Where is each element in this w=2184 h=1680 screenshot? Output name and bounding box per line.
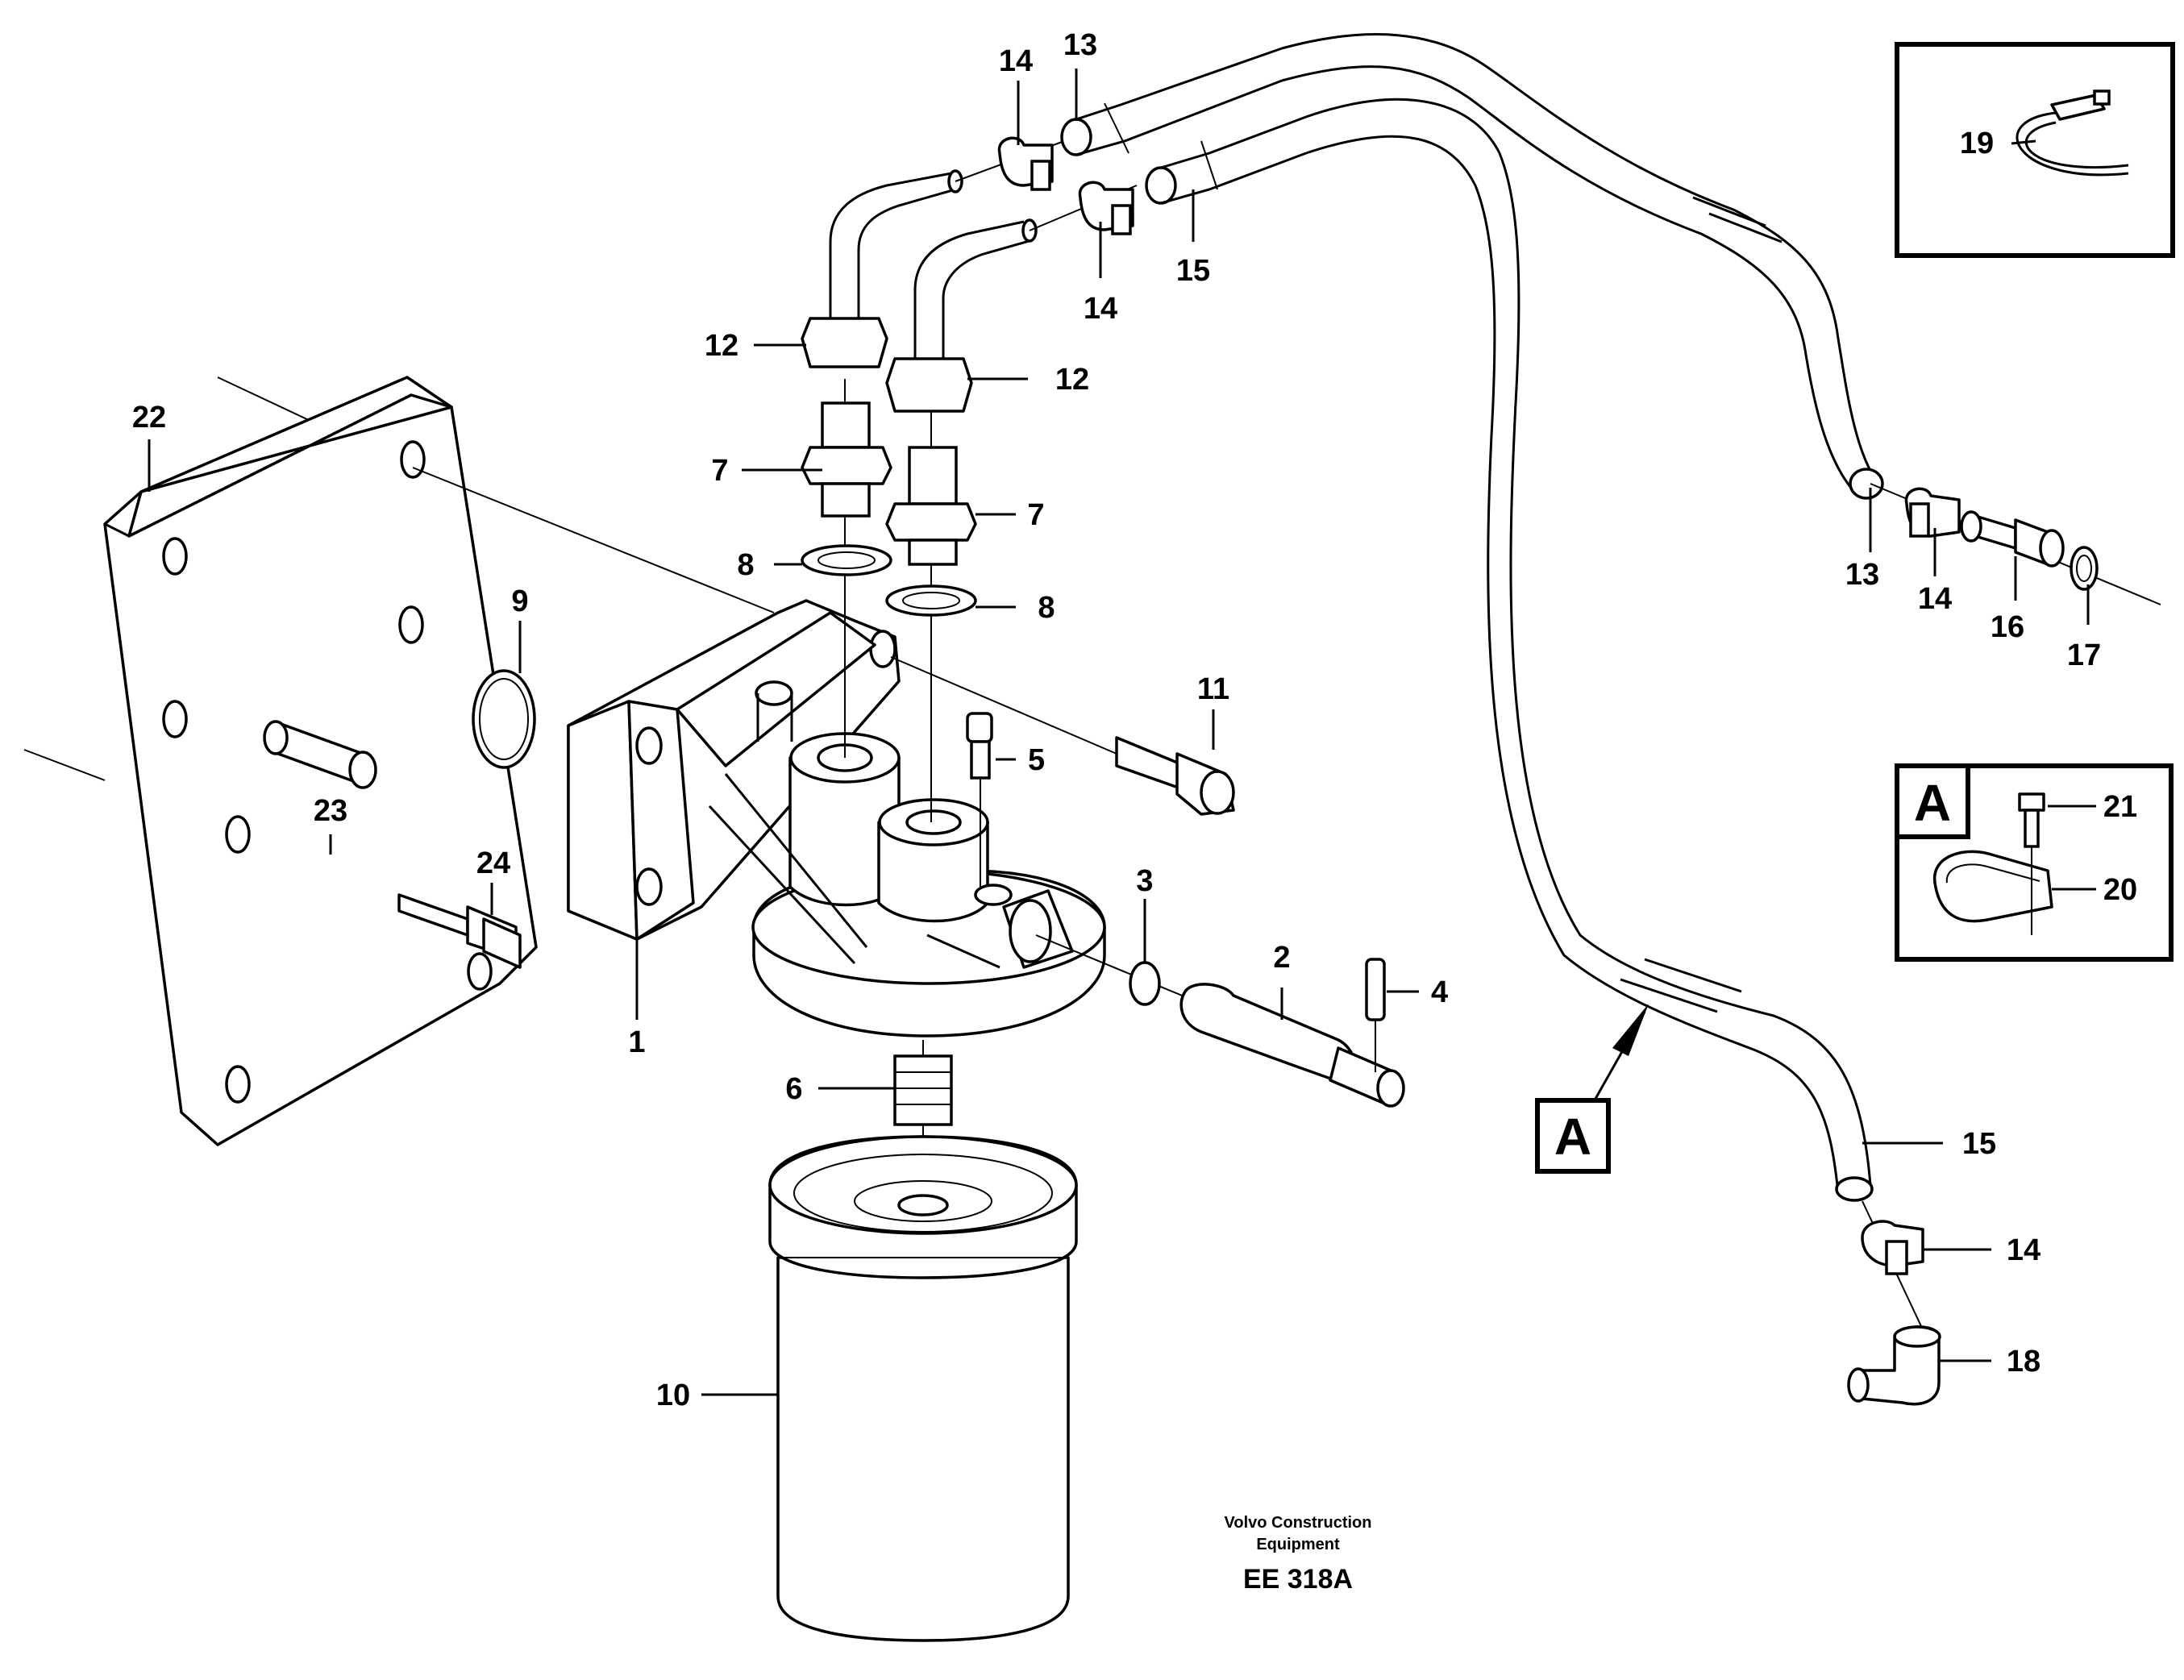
detail-box-cable-tie: 19 — [1895, 42, 2175, 258]
drawing-caption: Volvo Construction Equipment EE 318A — [1225, 1514, 1372, 1595]
callout-10: 10 — [656, 1379, 690, 1412]
lower-fittings — [1847, 1200, 1941, 1406]
spacer-sleeve — [263, 720, 377, 789]
callout-15-bottom: 15 — [1962, 1127, 1996, 1161]
callout-7-left: 7 — [711, 454, 728, 488]
callout-14-top-left: 14 — [999, 44, 1033, 78]
socket-screw — [966, 712, 993, 887]
o-ring — [472, 669, 536, 769]
filter-cartridge — [768, 1135, 1078, 1642]
callout-1: 1 — [628, 1025, 645, 1059]
sensor-assembly — [1035, 934, 1405, 1108]
caption-company-line2: Equipment — [1256, 1536, 1340, 1553]
detail-box-letter: A — [1914, 774, 1951, 832]
detail-pointer-a: A — [1535, 1004, 1649, 1174]
callout-6: 6 — [785, 1072, 802, 1106]
bolt-head — [890, 656, 1235, 816]
center-nipple — [893, 1040, 953, 1201]
callout-7-right: 7 — [1027, 498, 1044, 532]
callout-20: 20 — [2103, 873, 2137, 907]
bolt-plate — [397, 893, 522, 969]
drawing-code: EE 318A — [1243, 1564, 1353, 1595]
left-pipe-connection — [801, 317, 892, 758]
callout-4: 4 — [1431, 975, 1448, 1009]
callout-8-right: 8 — [1038, 591, 1055, 625]
callout-18: 18 — [2007, 1345, 2040, 1379]
callout-17: 17 — [2067, 638, 2101, 672]
callout-12-right: 12 — [1055, 363, 1089, 397]
callout-leaders — [148, 69, 2090, 1396]
callout-16: 16 — [1991, 610, 2024, 644]
callout-13-top: 13 — [1063, 28, 1097, 62]
hose-clamp-top — [997, 136, 1134, 235]
right-pipe-connection — [885, 357, 977, 822]
callout-14-top-right: 14 — [1084, 292, 1117, 326]
detail-pointer-letter: A — [1554, 1108, 1591, 1166]
callout-5: 5 — [1028, 743, 1045, 777]
callout-11: 11 — [1197, 672, 1229, 706]
callout-9: 9 — [511, 584, 528, 618]
callout-15-top: 15 — [1176, 254, 1210, 288]
callout-13-right: 13 — [1845, 558, 1879, 592]
callout-14-right: 14 — [1918, 582, 1952, 616]
callout-19: 19 — [1960, 127, 1994, 160]
callout-21: 21 — [2103, 790, 2137, 824]
detail-box-a: A 21 20 — [1895, 763, 2174, 962]
caption-company-line1: Volvo Construction — [1225, 1514, 1372, 1532]
callout-22: 22 — [132, 401, 166, 435]
callout-23: 23 — [314, 794, 347, 828]
filter-head — [567, 599, 1106, 1038]
callout-3: 3 — [1136, 864, 1153, 898]
callout-8-left: 8 — [737, 548, 754, 582]
callout-numbers: 1 2 3 4 5 6 7 7 8 8 9 10 11 12 12 13 13 … — [132, 28, 2101, 1412]
callout-24: 24 — [476, 846, 510, 880]
right-fittings — [1870, 483, 2161, 605]
callout-2: 2 — [1273, 941, 1290, 975]
hose-lines — [1060, 33, 1884, 1202]
callout-12-left: 12 — [705, 329, 738, 363]
callout-14-bottom: 14 — [2007, 1233, 2040, 1267]
